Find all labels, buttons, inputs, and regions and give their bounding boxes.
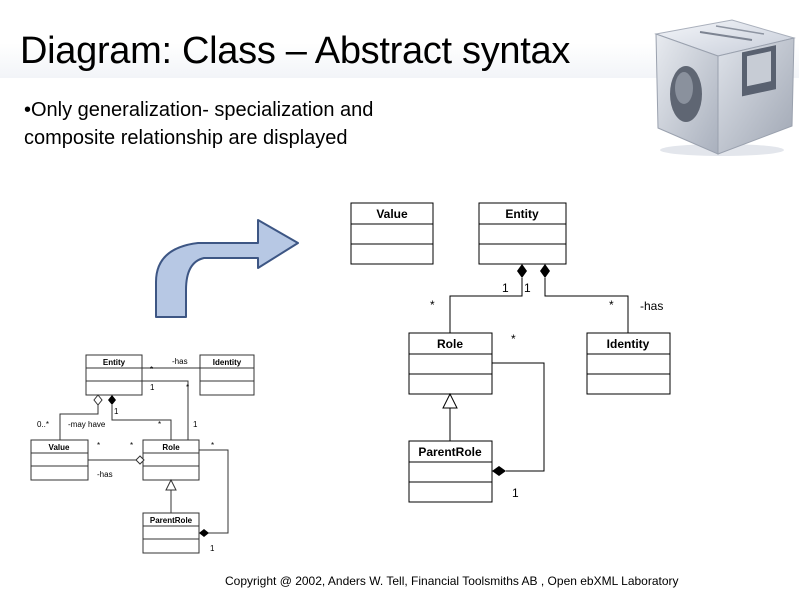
small-one-b: 1 — [114, 407, 119, 416]
slide-title: Diagram: Class – Abstract syntax — [20, 30, 571, 72]
generalization-parentrole-role — [442, 392, 458, 441]
small-has-top: -has — [172, 357, 188, 366]
mult-entity-right: 1 — [524, 281, 531, 295]
class-value: Value — [350, 202, 434, 265]
class-entity: Entity — [478, 202, 567, 265]
small-identity-name: Identity — [213, 358, 242, 367]
small-entity-name: Entity — [103, 358, 126, 367]
entity-class-name: Entity — [505, 207, 539, 221]
cube-logo-image — [654, 19, 796, 156]
class-identity: Identity — [586, 332, 671, 395]
small-star-e: * — [130, 441, 133, 450]
mult-parent-one: 1 — [512, 486, 519, 500]
parentrole-class-name: ParentRole — [418, 445, 482, 459]
small-star-a: * — [150, 365, 153, 374]
small-value-name: Value — [49, 443, 70, 452]
small-may-have: -may have — [68, 420, 106, 429]
class-parent-role: ParentRole — [408, 440, 493, 503]
small-has-bottom: -has — [97, 470, 113, 479]
has-label: -has — [640, 299, 663, 313]
copyright-footer: Copyright @ 2002, Anders W. Tell, Financ… — [225, 574, 679, 588]
role-class-name: Role — [437, 337, 463, 351]
composition-entity-identity — [540, 264, 629, 333]
small-star-c: * — [158, 420, 161, 429]
small-one-a: 1 — [150, 383, 155, 392]
composition-entity-role — [449, 264, 527, 333]
mult-entity-left: 1 — [502, 281, 509, 295]
mult-role-star: * — [430, 298, 435, 312]
small-parentrole-name: ParentRole — [150, 516, 193, 525]
small-star-b: * — [186, 383, 189, 392]
mult-identity-star: * — [609, 298, 614, 312]
bullet-text: •Only generalization- specialization and… — [24, 99, 374, 149]
value-class-name: Value — [376, 207, 408, 221]
small-value-mult: 0..* — [37, 420, 49, 429]
small-star-f: * — [211, 441, 214, 450]
identity-class-name: Identity — [607, 337, 650, 351]
composition-role-parentrole — [492, 362, 545, 476]
small-one-c: 1 — [193, 420, 198, 429]
class-role: Role — [408, 332, 493, 395]
small-star-d: * — [97, 441, 100, 450]
small-role-name: Role — [162, 443, 180, 452]
mult-role-self: * — [511, 332, 516, 346]
small-one-d: 1 — [210, 544, 215, 553]
